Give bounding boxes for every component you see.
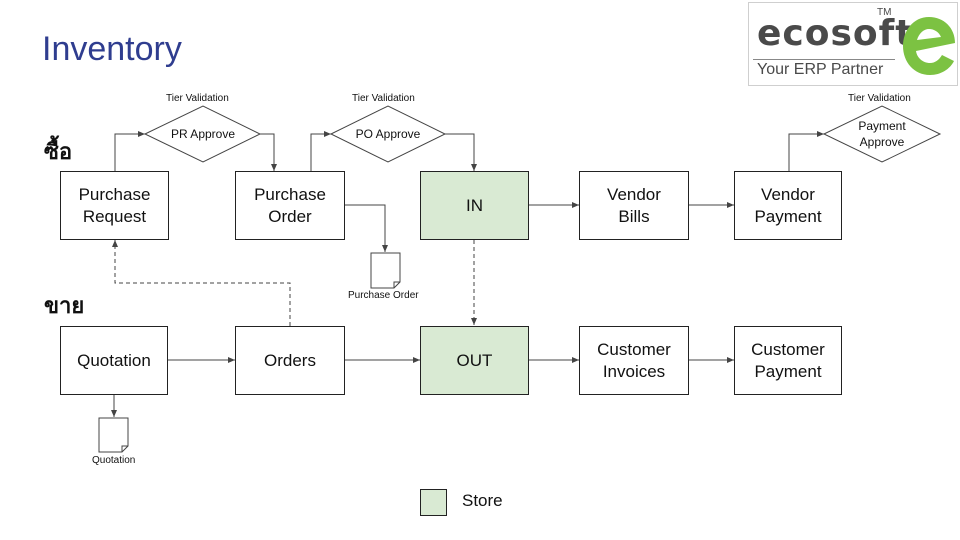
logo-wordmark: ecosoft bbox=[757, 13, 914, 54]
po-approve-diamond bbox=[329, 105, 447, 163]
section-label-purchase: ซื้อ bbox=[44, 140, 73, 165]
connector-orders-to-pr-dashed bbox=[112, 240, 291, 326]
purchase-order-document-label: Purchase Order bbox=[348, 290, 419, 301]
payment-approve-diamond bbox=[822, 105, 942, 163]
logo-trademark: TM bbox=[877, 7, 892, 18]
pr-approve-label: PR Approve bbox=[170, 127, 236, 141]
tier-validation-label: Tier Validation bbox=[166, 93, 229, 104]
out-store-node: OUT bbox=[420, 326, 529, 395]
connector-po-to-document bbox=[345, 204, 388, 252]
purchase-request-node: Purchase Request bbox=[60, 171, 169, 240]
customer-payment-node: Customer Payment bbox=[734, 326, 842, 395]
page-title: Inventory bbox=[42, 30, 182, 68]
section-label-sales: ขาย bbox=[44, 294, 85, 319]
pr-approve-diamond bbox=[143, 105, 262, 163]
connector-pr-to-pr-approve bbox=[114, 131, 145, 171]
connector-po-approve-to-in bbox=[445, 133, 477, 171]
customer-invoices-node: Customer Invoices bbox=[579, 326, 689, 395]
purchase-order-node: Purchase Order bbox=[235, 171, 345, 240]
legend-store-label: Store bbox=[462, 491, 503, 510]
logo-tagline: Your ERP Partner bbox=[757, 61, 884, 78]
legend-store-swatch bbox=[420, 489, 447, 516]
vendor-bills-node: Vendor Bills bbox=[579, 171, 689, 240]
tier-validation-label: Tier Validation bbox=[352, 93, 415, 104]
purchase-order-document-icon bbox=[370, 252, 401, 289]
logo-divider bbox=[753, 59, 895, 60]
quotation-node: Quotation bbox=[60, 326, 168, 395]
connector-pr-approve-to-po bbox=[260, 133, 277, 171]
connector-po-to-po-approve bbox=[310, 131, 331, 171]
in-store-node: IN bbox=[420, 171, 529, 240]
logo-e-icon bbox=[903, 17, 955, 75]
po-approve-label: PO Approve bbox=[355, 127, 421, 141]
vendor-payment-node: Vendor Payment bbox=[734, 171, 842, 240]
quotation-document-label: Quotation bbox=[92, 455, 136, 466]
tier-validation-label: Tier Validation bbox=[848, 93, 911, 104]
payment-approve-label: Payment Approve bbox=[858, 119, 906, 149]
connector-vendor-payment-to-approve bbox=[788, 131, 824, 171]
quotation-document-icon bbox=[98, 417, 129, 453]
orders-node: Orders bbox=[235, 326, 345, 395]
ecosoft-logo: ecosoft TM Your ERP Partner bbox=[748, 2, 958, 86]
